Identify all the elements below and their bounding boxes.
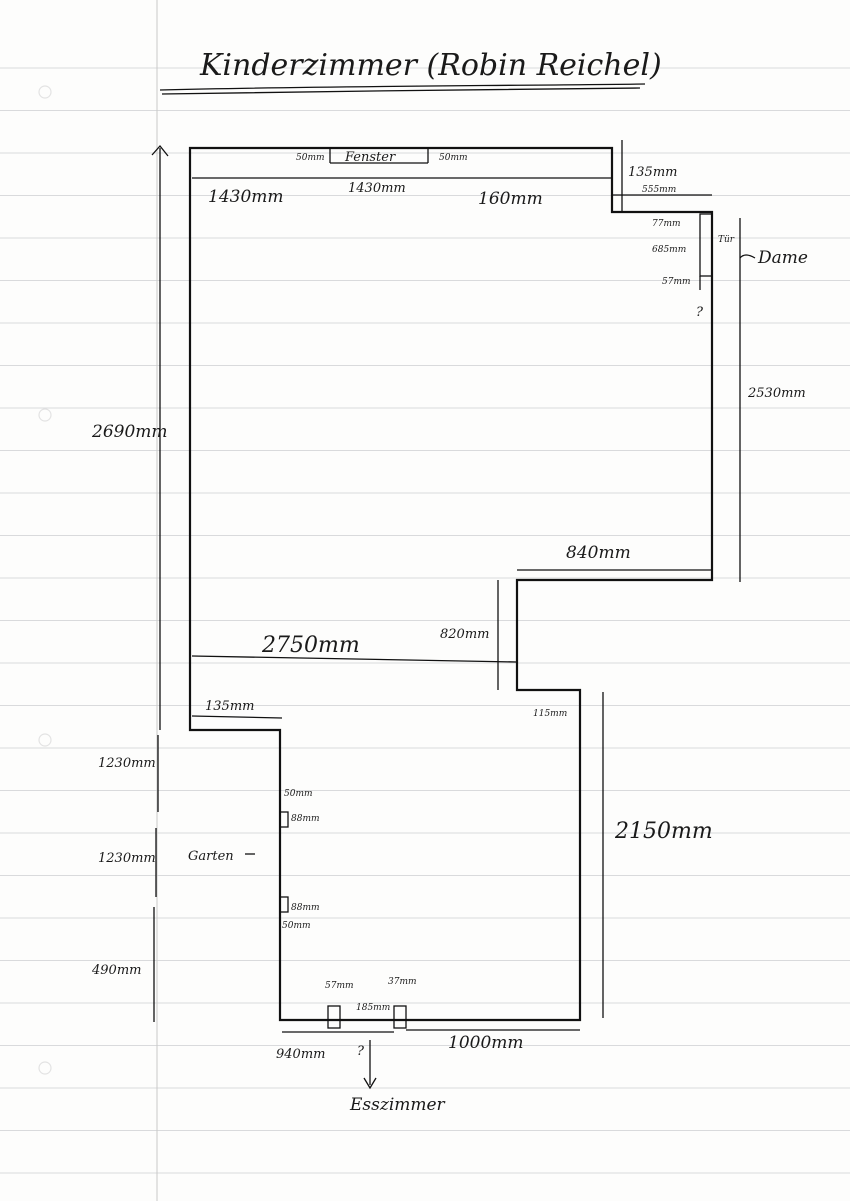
- page-title: Kinderzimmer (Robin Reichel): [199, 48, 662, 83]
- label-top-160: 160mm: [478, 189, 543, 209]
- label-right-2530: 2530mm: [747, 386, 806, 401]
- top-window: [329, 148, 429, 164]
- label-question-top: ?: [696, 305, 704, 320]
- room-outline: [188, 146, 714, 1022]
- label-door-77: 77mm: [652, 219, 681, 229]
- label-mid-2750: 2750mm: [261, 633, 360, 658]
- label-top-1430-a: 1430mm: [208, 187, 284, 207]
- label-fenster: Fenster: [344, 150, 396, 165]
- label-win-88-a: 88mm: [291, 814, 320, 824]
- label-top-1430-b: 1430mm: [348, 181, 406, 196]
- label-bot-940: 940mm: [276, 1047, 325, 1062]
- label-mid-840: 840mm: [566, 543, 631, 563]
- label-left-2690: 2690mm: [91, 422, 168, 442]
- label-low-135: 135mm: [205, 699, 254, 714]
- label-win-88-b: 88mm: [291, 903, 320, 913]
- label-bot-37: 37mm: [388, 977, 417, 987]
- label-question-bottom: ?: [357, 1044, 365, 1059]
- right-door: [699, 213, 713, 290]
- label-mid-115: 115mm: [533, 709, 567, 719]
- ruled-lines: [0, 67, 850, 1174]
- label-bot-57: 57mm: [325, 981, 354, 991]
- title-underline: [159, 83, 646, 95]
- dimension-lines: [151, 140, 756, 1090]
- label-tur: Tür: [718, 235, 735, 245]
- label-right-135: 135mm: [628, 165, 677, 180]
- label-esszimmer: Esszimmer: [349, 1095, 446, 1115]
- garden-windows: [279, 811, 289, 913]
- label-door-57: 57mm: [662, 277, 691, 287]
- label-win-50-b: 50mm: [282, 921, 311, 931]
- label-win-50-a: 50mm: [284, 789, 313, 799]
- label-top-50-left: 50mm: [296, 153, 325, 163]
- bottom-door-frames: [327, 1005, 407, 1029]
- label-left-1230-b: 1230mm: [98, 851, 156, 866]
- label-garten: Garten: [188, 849, 234, 864]
- label-door-685: 685mm: [652, 245, 686, 255]
- label-left-1230-a: 1230mm: [98, 756, 156, 771]
- label-right-555: 555mm: [642, 185, 676, 195]
- label-right-2150: 2150mm: [614, 819, 713, 844]
- label-dame: Dame: [757, 248, 808, 268]
- label-mid-820: 820mm: [440, 627, 489, 642]
- label-left-490: 490mm: [91, 963, 141, 978]
- label-bot-185: 185mm: [356, 1003, 390, 1013]
- punch-holes: [38, 85, 52, 1075]
- label-bot-1000: 1000mm: [448, 1033, 524, 1053]
- label-top-50-right: 50mm: [439, 153, 468, 163]
